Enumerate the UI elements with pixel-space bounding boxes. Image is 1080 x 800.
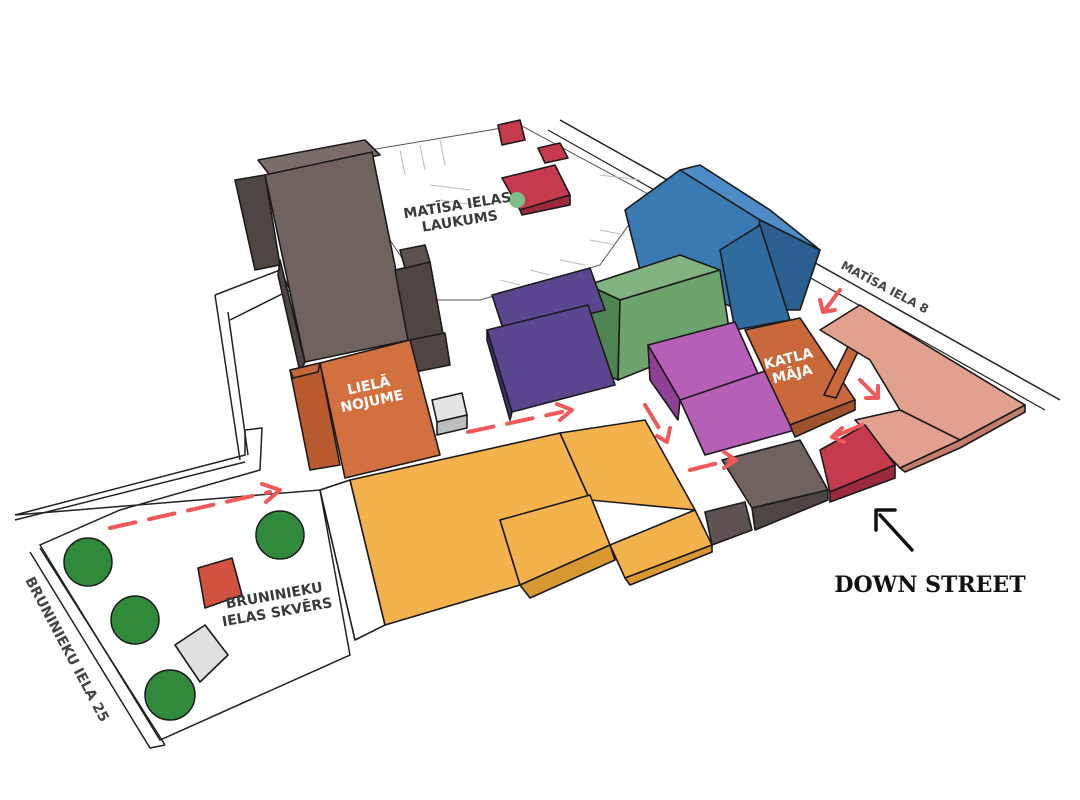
flow-arrow-west: [108, 490, 272, 530]
trees: [63, 192, 525, 721]
building-salmon: [819, 304, 1026, 473]
flow-arrow-salmon: [858, 378, 877, 397]
flow-arrow-katla: [823, 288, 842, 312]
flow-arrow-brown: [688, 458, 732, 472]
tree-icon: [144, 669, 196, 721]
tree-icon: [63, 537, 113, 587]
flow-arrow-violet: [643, 403, 667, 440]
tree-icon: [255, 510, 305, 560]
building-brown-main: [234, 139, 451, 373]
flow-arrow-red: [836, 423, 864, 437]
square-grey-kiosk: [174, 624, 229, 683]
building-liela-nojume: [289, 339, 441, 479]
building-blue: [624, 164, 821, 331]
building-indigo: [486, 267, 616, 421]
flow-arrow-center: [466, 410, 564, 434]
flow-arrows: [108, 288, 880, 530]
building-brown-east: [704, 439, 829, 546]
building-grey-small: [431, 392, 468, 436]
building-violet: [647, 321, 796, 456]
street-label-matisa: MATĪSA IELA 8: [839, 258, 931, 316]
arrow-up-left-icon: [878, 513, 914, 552]
building-yellow: [319, 419, 713, 641]
tree-icon: [110, 595, 160, 645]
site-boundary: [14, 269, 351, 749]
square-red-kiosk: [197, 557, 243, 609]
down-street-label: DOWN STREET: [834, 572, 1026, 598]
down-street-callout: DOWN STREET: [834, 508, 1026, 598]
tree-icon: [509, 192, 525, 208]
